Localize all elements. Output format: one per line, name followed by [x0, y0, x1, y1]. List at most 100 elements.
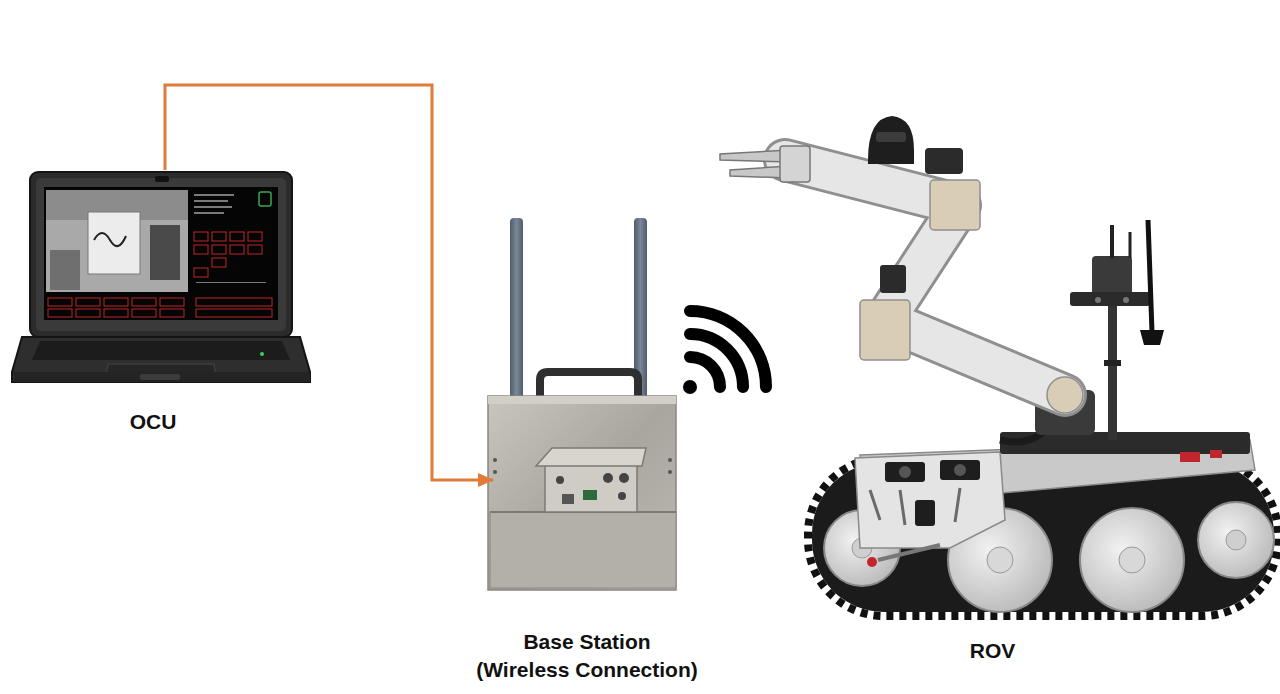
laptop-illustration-part — [32, 341, 290, 360]
illustration-area — [493, 373, 681, 625]
data-cable — [165, 85, 493, 480]
laptop-illustration-part — [155, 176, 169, 182]
base-station-illustration-part — [540, 372, 638, 398]
laptop-illustration-part-part — [248, 245, 262, 254]
base-station-illustration-part — [510, 218, 523, 400]
laptop-illustration-part — [94, 233, 126, 246]
base-station-illustration-part — [618, 492, 626, 500]
rov-illustration-part — [930, 180, 980, 230]
rov-illustration-part — [1129, 232, 1132, 258]
ocu-node: OCU — [3, 170, 303, 436]
laptop-illustration-part-part — [212, 258, 226, 267]
rov-illustration-part — [915, 500, 935, 526]
rov-illustration-part — [954, 464, 966, 476]
base-station-illustration-part — [583, 490, 597, 500]
rov-illustration-part — [855, 452, 1005, 548]
base-station-illustration-part — [493, 470, 497, 474]
rov-illustration-part — [785, 160, 1065, 395]
rov-illustration-part — [987, 547, 1013, 573]
laptop-illustration-part — [30, 172, 292, 337]
rov-illustration-part — [878, 545, 940, 560]
laptop-illustration-part-part — [194, 206, 232, 208]
node-label: Base Station (Wireless Connection) — [475, 628, 699, 684]
rov-illustration-part — [870, 488, 960, 525]
base-station-illustration-part — [536, 448, 646, 466]
laptop-illustration-part-part — [48, 309, 72, 317]
laptop-illustration-part — [259, 192, 271, 206]
base-station-illustration-part — [488, 396, 676, 590]
laptop-illustration-part — [44, 187, 278, 320]
rov-illustration-part — [1226, 530, 1246, 550]
wireless-symbol-part — [690, 334, 743, 387]
rov-illustration-part — [1140, 330, 1164, 345]
laptop-illustration — [12, 172, 310, 382]
rov-illustration-part — [1110, 225, 1114, 258]
laptop-illustration-part-part — [132, 298, 156, 306]
rov-illustration-part — [1123, 297, 1129, 303]
laptop-illustration-part — [48, 232, 272, 317]
laptop-illustration-part — [88, 212, 140, 274]
base-station-illustration-part — [603, 473, 613, 483]
wireless-symbol-part — [690, 311, 766, 387]
rov-illustration-part — [860, 300, 910, 360]
laptop-illustration-part-part — [132, 309, 156, 317]
rov-illustration-part — [1180, 452, 1200, 462]
rov-illustration-part — [925, 148, 963, 174]
laptop-illustration-part-part — [76, 298, 100, 306]
node-label: ROV — [970, 637, 1016, 665]
rov-illustration-part — [1104, 360, 1121, 366]
base-station-illustration-part — [490, 512, 676, 588]
laptop-illustration-part-part — [196, 282, 266, 283]
laptop-illustration-part — [12, 337, 310, 382]
illustration-area — [710, 120, 1275, 615]
rov-illustration-part — [885, 462, 925, 482]
rov-illustration-part — [1080, 508, 1184, 612]
base-station-illustration-part — [562, 494, 574, 504]
laptop-illustration-part-part — [194, 268, 208, 277]
illustration-area — [3, 170, 303, 385]
laptop-illustration-part — [46, 190, 188, 292]
base-station-illustration-part — [493, 458, 497, 462]
rov-illustration-part — [899, 466, 911, 478]
laptop-illustration-part — [140, 374, 180, 380]
rov-illustration-part — [1148, 220, 1152, 332]
laptop-illustration-part — [36, 178, 286, 331]
rov-illustration — [720, 116, 1278, 616]
laptop-illustration-part — [194, 194, 266, 283]
rov-illustration-part — [940, 460, 980, 480]
node-label: OCU — [130, 408, 177, 436]
base-station-illustration-part — [668, 458, 672, 462]
base-station-node: Base Station (Wireless Connection) — [493, 373, 681, 684]
wireless-symbol-part — [683, 380, 697, 394]
base-station-illustration-part — [619, 473, 629, 483]
laptop-illustration-part-part — [104, 298, 128, 306]
laptop-illustration-part-part — [196, 309, 272, 317]
rov-node: ROV — [710, 120, 1275, 665]
rov-illustration-part — [868, 116, 914, 164]
rov-illustration-part — [1108, 300, 1117, 440]
laptop-illustration-part-part — [194, 200, 228, 202]
laptop-illustration-part-part — [230, 232, 244, 241]
laptop-illustration-part-part — [212, 245, 226, 254]
rov-illustration-part — [1210, 450, 1222, 458]
laptop-illustration-part-part — [194, 245, 208, 254]
rov-illustration-part — [780, 146, 810, 182]
rov-illustration-part — [1119, 547, 1145, 573]
rov-illustration-part — [1070, 292, 1150, 306]
rov-illustration-part — [867, 557, 877, 567]
laptop-illustration-part-part — [194, 194, 234, 196]
laptop-illustration-part-part — [160, 309, 184, 317]
rov-illustration-part — [1047, 377, 1083, 413]
laptop-illustration-part-part — [194, 212, 224, 214]
laptop-illustration-part-part — [160, 298, 184, 306]
rov-illustration-part — [880, 265, 906, 293]
rov-illustration-part — [876, 132, 906, 142]
laptop-illustration-part — [14, 372, 310, 382]
laptop-illustration-part-part — [48, 298, 72, 306]
base-station-illustration-part — [556, 476, 564, 484]
rov-illustration-part — [1198, 502, 1274, 578]
wireless-symbol-part — [690, 357, 720, 387]
